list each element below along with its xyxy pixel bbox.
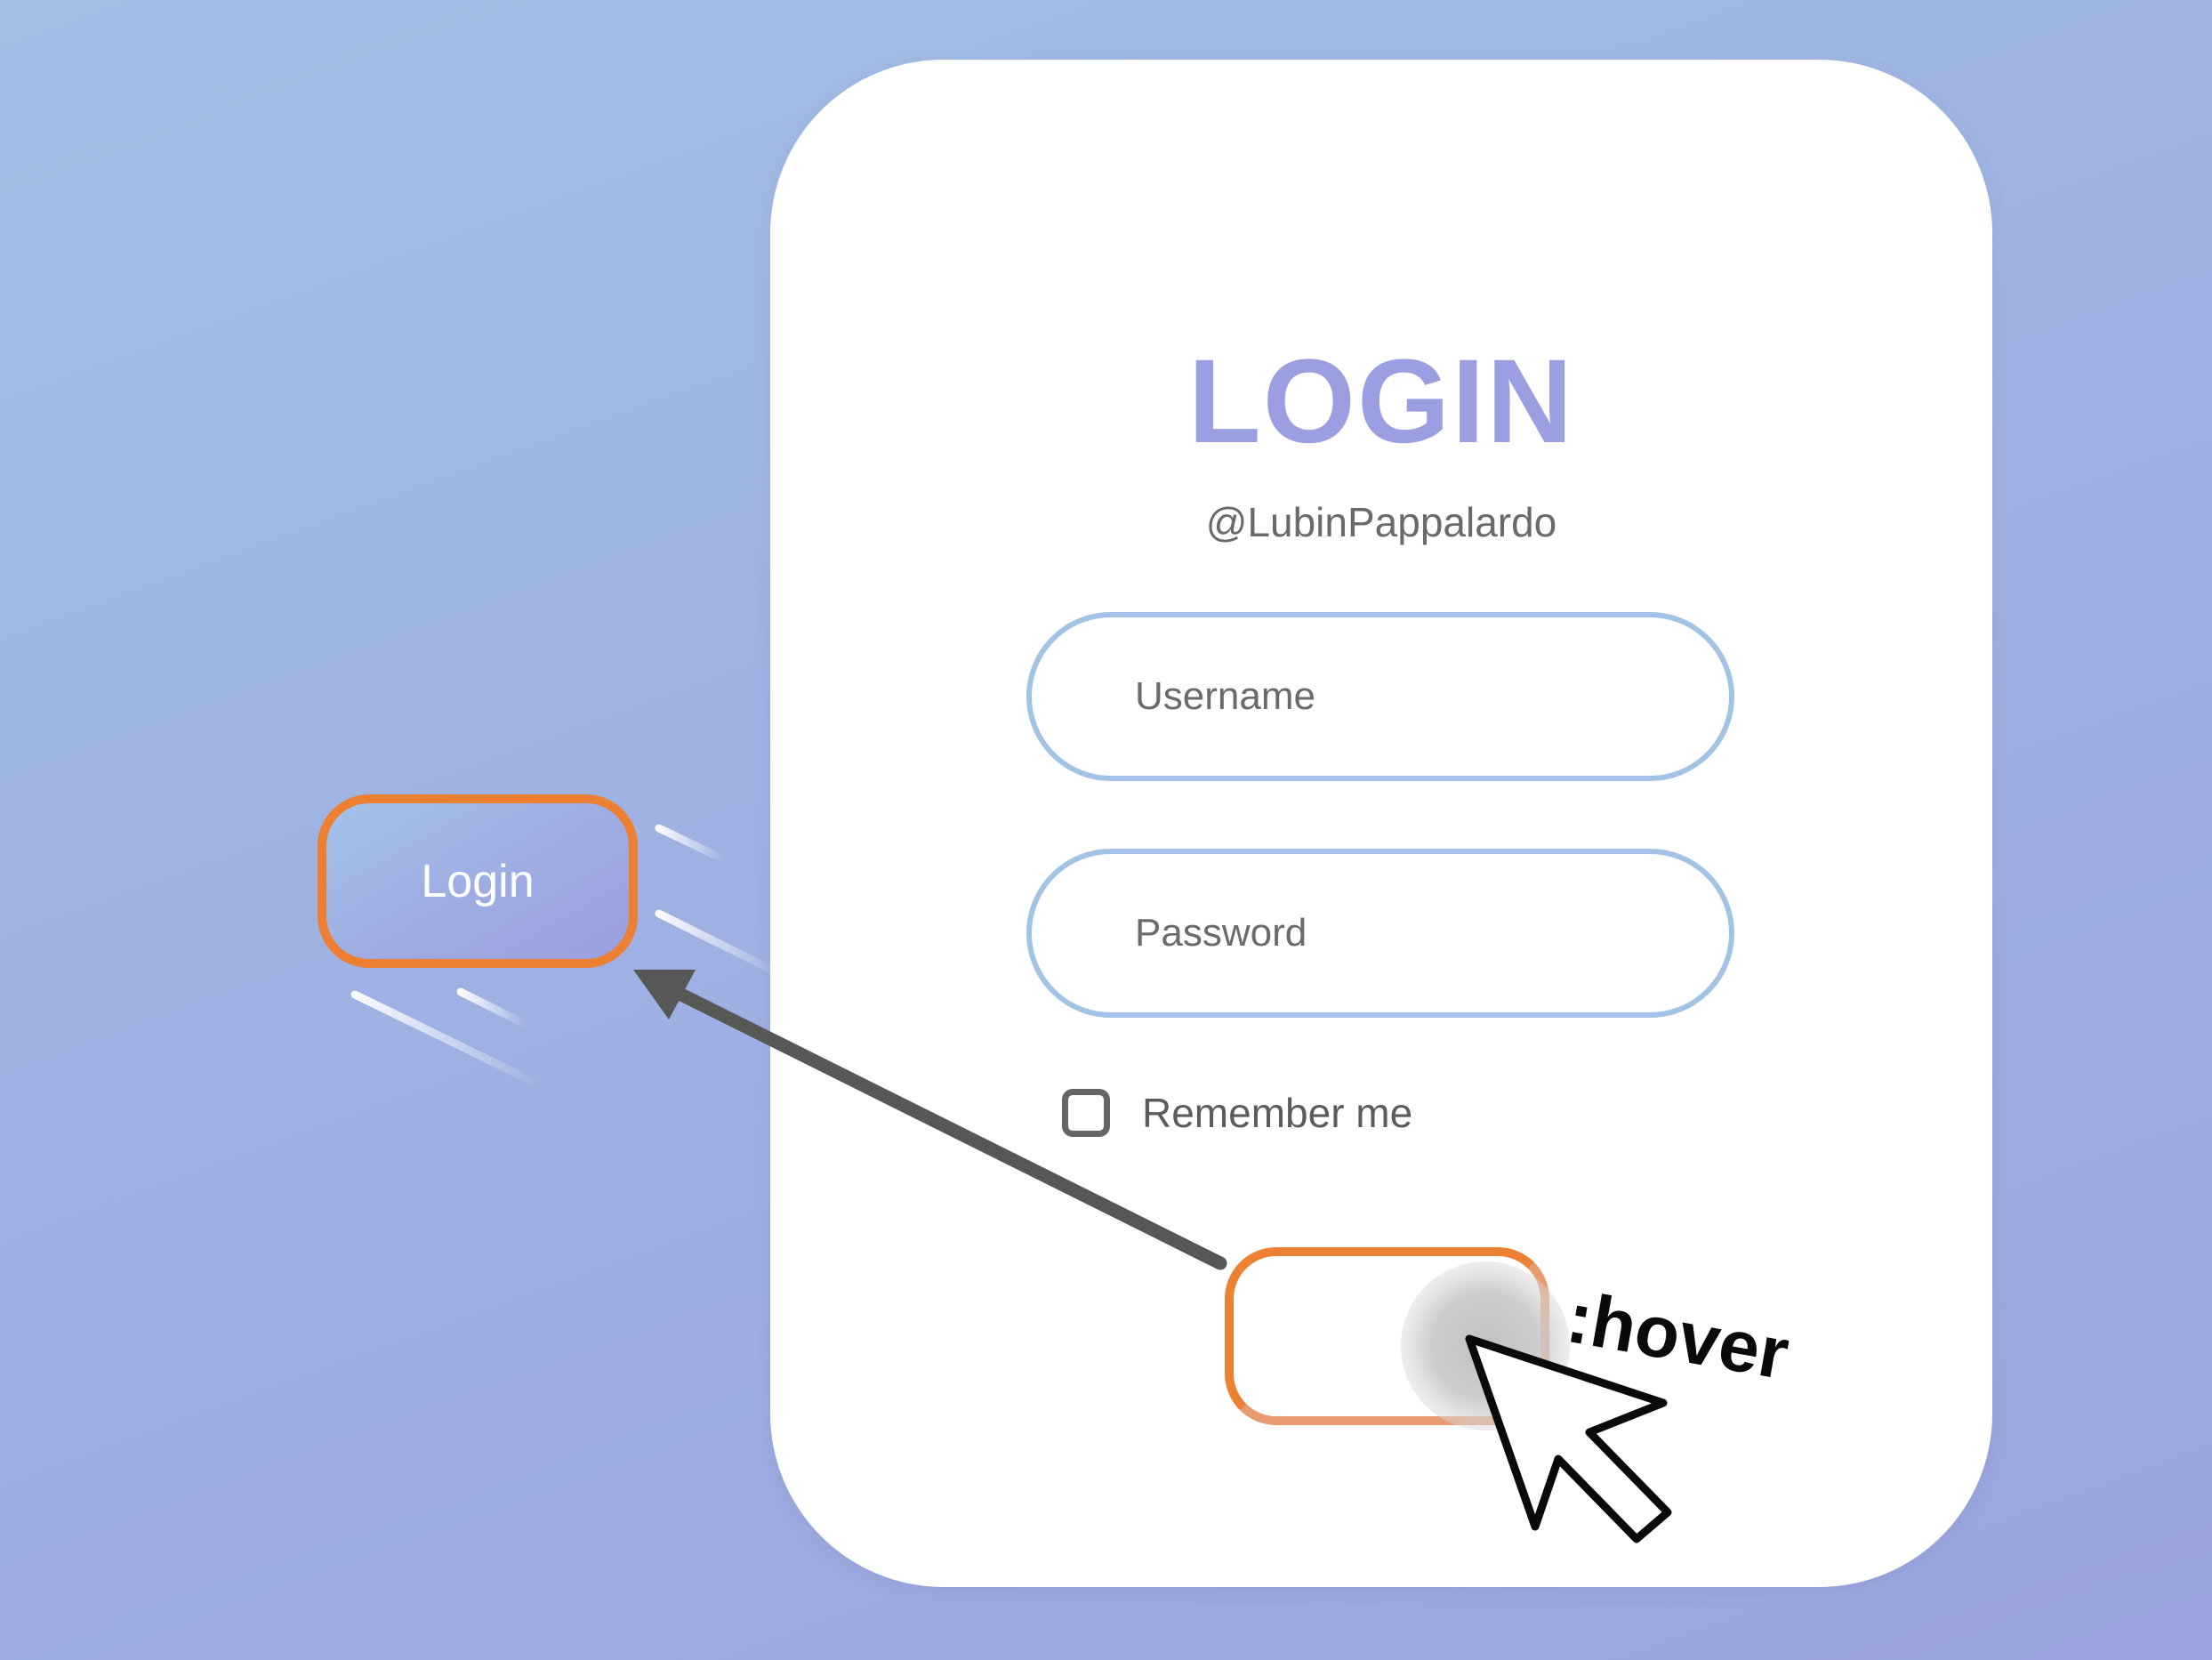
login-title: LOGIN (1187, 335, 1575, 468)
password-input[interactable] (1026, 849, 1734, 1018)
remember-me-checkbox[interactable] (1062, 1089, 1110, 1137)
username-input[interactable] (1026, 612, 1734, 781)
author-handle: @LubinPappalardo (1205, 499, 1557, 545)
login-card: LOGIN @LubinPappalardo Remember me (770, 60, 1992, 1587)
remember-me-row[interactable]: Remember me (1062, 1084, 1412, 1141)
remember-me-label: Remember me (1142, 1090, 1413, 1136)
hover-glow (1401, 1261, 1570, 1430)
login-button-detached[interactable]: Login (318, 794, 638, 968)
